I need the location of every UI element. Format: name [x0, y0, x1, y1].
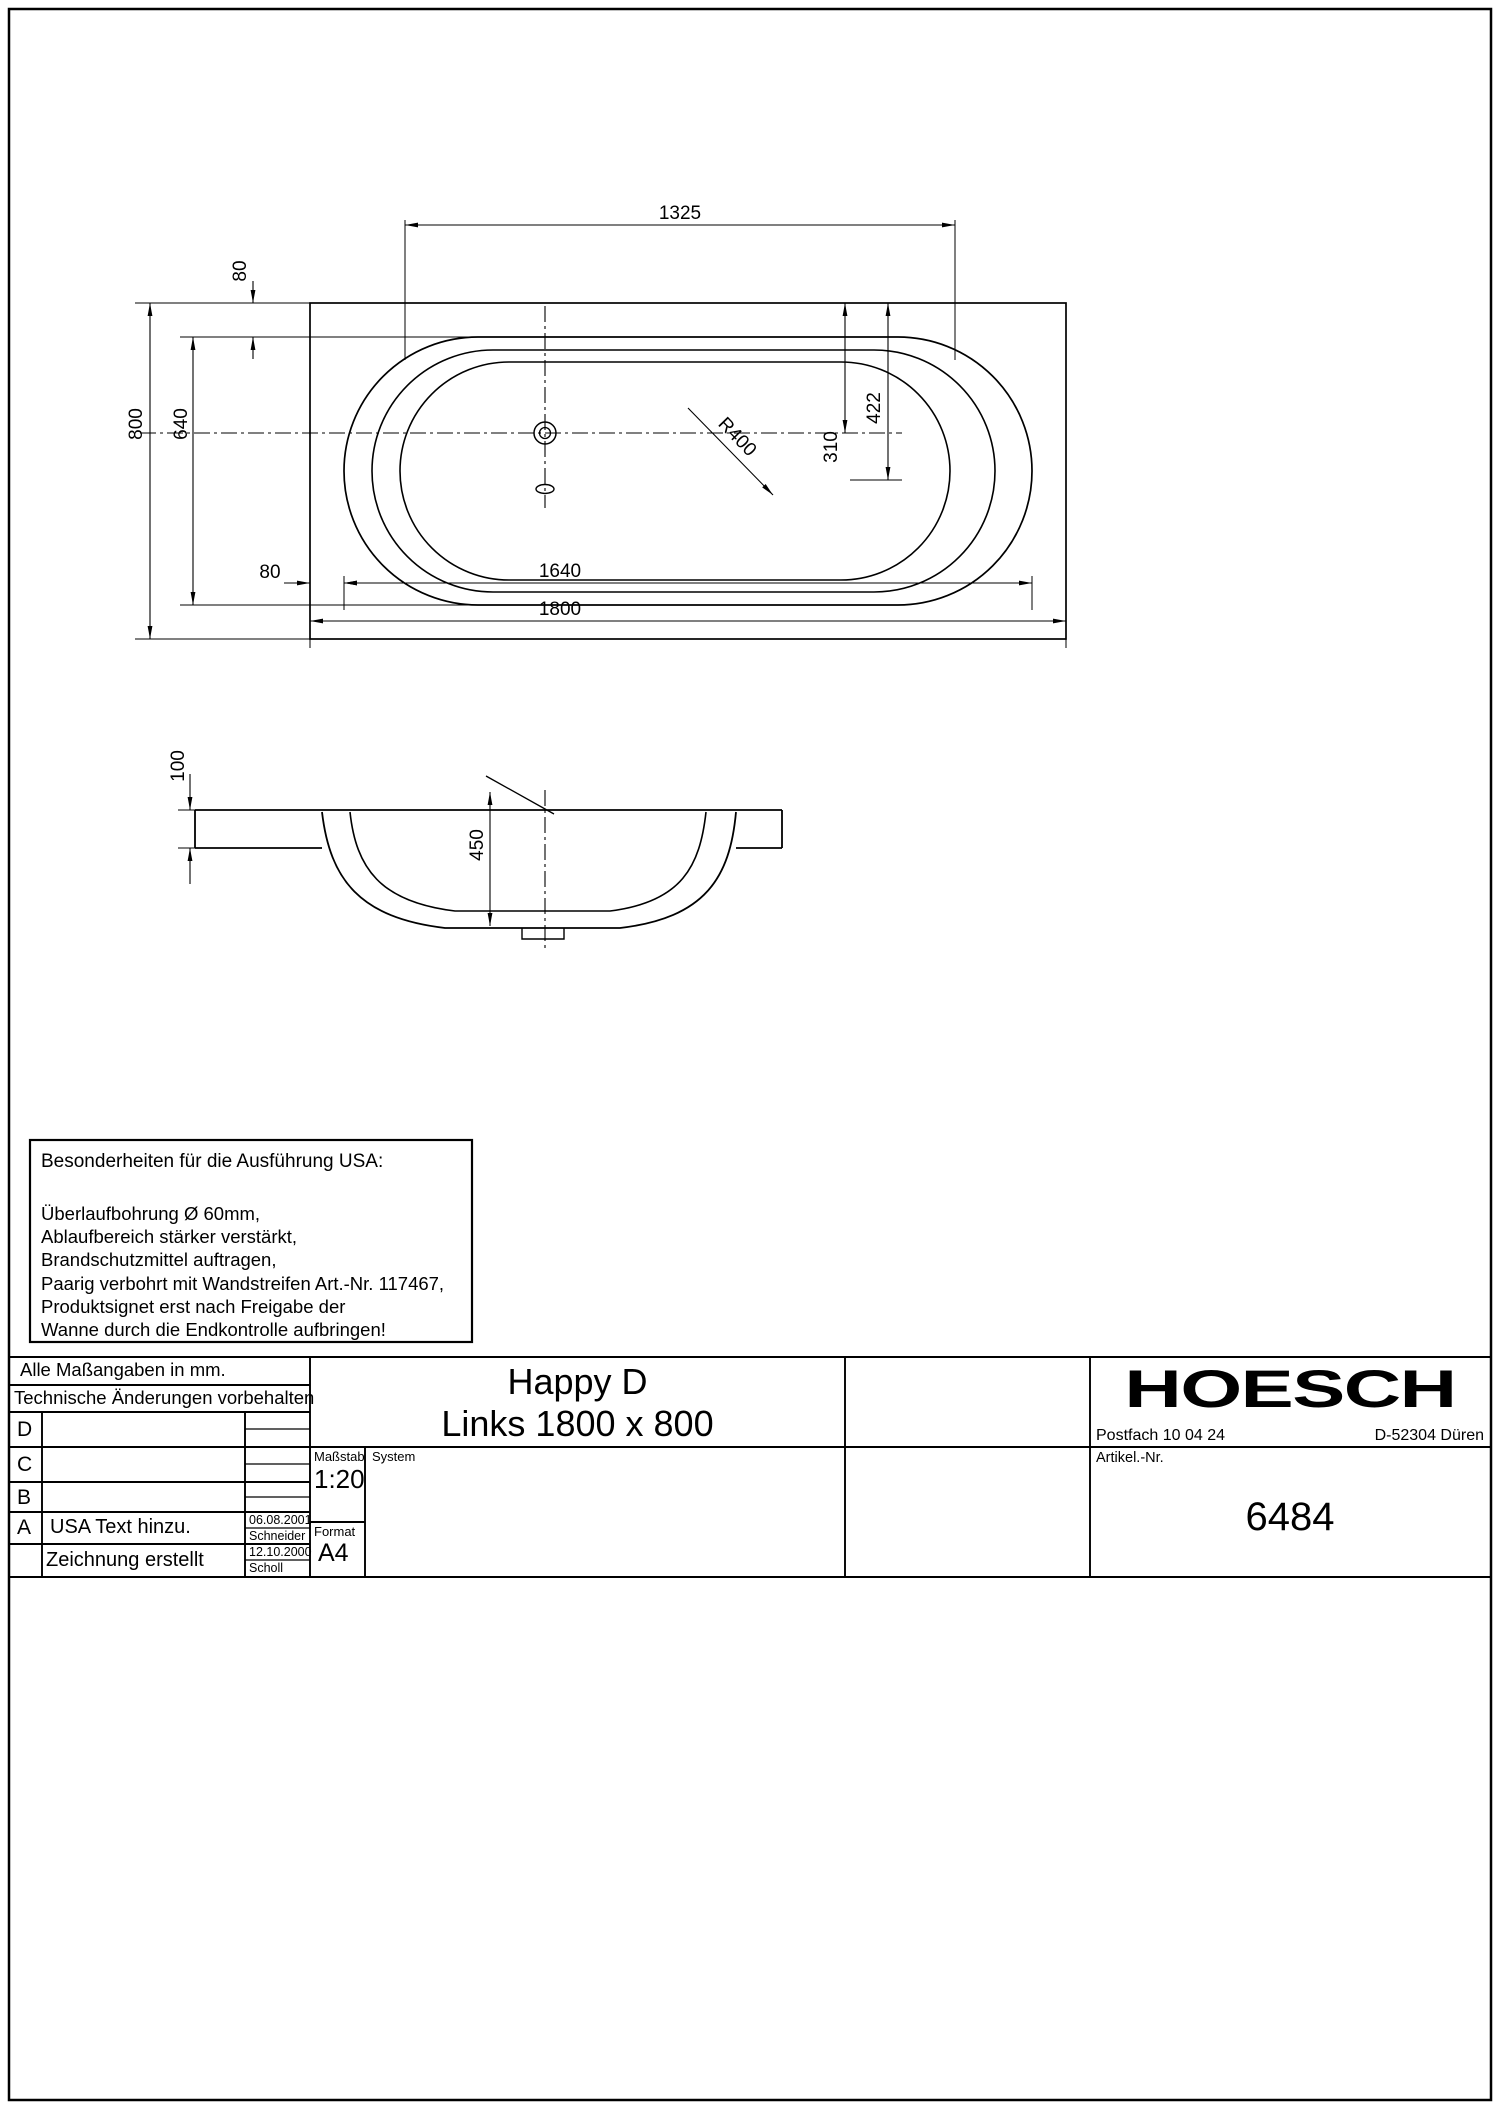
bowl-outer-contour: [321, 811, 737, 929]
revision-letter-d: D: [17, 1418, 33, 1441]
dim-310: 310: [821, 431, 842, 463]
dim-1325: 1325: [659, 203, 701, 224]
tub-rim-stadium: [343, 336, 1033, 606]
revision-letter-b: B: [17, 1486, 32, 1509]
notice-changes: Technische Änderungen vorbehalten: [14, 1387, 315, 1408]
dim-422: 422: [864, 392, 885, 424]
revision-letter-a: A: [17, 1516, 32, 1539]
tub-rim-inner: [371, 349, 996, 593]
usa-note-box-border: [28, 1138, 474, 1344]
usa-note-line: Überlaufbohrung Ø 60mm,: [41, 1203, 261, 1224]
usa-note-line: Brandschutzmittel auftragen,: [41, 1249, 277, 1271]
slope-mark: [485, 775, 555, 815]
sheet-border: [7, 7, 1493, 2102]
dim-1800: 1800: [539, 599, 581, 620]
revision-date-a: 06.08.2001: [249, 1513, 312, 1527]
revision-name-base: Scholl: [249, 1561, 284, 1575]
notice-units: Alle Maßangaben in mm.: [20, 1359, 226, 1380]
drain-fitting: [521, 928, 565, 940]
dim-640: 640: [171, 408, 192, 440]
usa-note-line: Produktsignet erst nach Freigabe der: [41, 1295, 346, 1317]
bowl-inner-contour: [349, 811, 707, 912]
dim-800: 800: [126, 408, 147, 440]
top-view: 1325 80 800 640 422 310 R400 80 1640 180…: [126, 203, 1067, 648]
revision-desc-base: Zeichnung erstellt: [46, 1549, 204, 1571]
brand-logo: HOESCH: [1124, 1360, 1457, 1419]
side-extension-lines: [178, 809, 196, 849]
extension-lines: [135, 220, 1067, 648]
title-block-grid: [10, 1356, 1490, 1578]
drawing-title-line2: Links 1800 x 800: [441, 1403, 714, 1444]
side-dimension-lines: [187, 774, 493, 926]
drawing-title-line1: Happy D: [507, 1361, 648, 1402]
dim-1640: 1640: [539, 561, 581, 582]
system-label: System: [372, 1449, 416, 1464]
article-number-value: 6484: [1245, 1495, 1335, 1539]
dim-80-bottom: 80: [259, 562, 280, 583]
overflow-symbol: [535, 483, 555, 495]
tub-outer-rect: [309, 302, 1067, 640]
dim-80-top: 80: [230, 260, 251, 281]
revision-desc-a: USA Text hinzu.: [50, 1516, 191, 1538]
dimension-lines: [147, 222, 1066, 639]
article-number-label: Artikel.-Nr.: [1096, 1450, 1164, 1466]
brand-address-right: D-52304 Düren: [1374, 1427, 1484, 1444]
tub-basin: [399, 361, 951, 581]
revision-date-base: 12.10.2000: [249, 1545, 312, 1559]
dim-r400: R400: [714, 414, 761, 461]
usa-note-title: Besonderheiten für die Ausführung USA:: [41, 1151, 384, 1172]
usa-note-line: Paarig verbohrt mit Wandstreifen Art.-Nr…: [41, 1272, 445, 1294]
format-label: Format: [314, 1524, 356, 1539]
scale-value: 1:20: [314, 1464, 365, 1494]
revision-letter-c: C: [17, 1453, 33, 1476]
revision-name-a: Schneider: [249, 1529, 306, 1543]
drain-symbol-inner: [538, 426, 552, 440]
brand-address-left: Postfach 10 04 24: [1096, 1427, 1225, 1444]
format-value: A4: [318, 1539, 349, 1567]
revision-date-dividers: [245, 1428, 310, 1561]
dim-100: 100: [168, 750, 189, 782]
usa-note-lines: Überlaufbohrung Ø 60mm, Ablaufbereich st…: [41, 1202, 444, 1341]
usa-note-line: Wanne durch die Endkontrolle aufbringen!: [41, 1319, 386, 1341]
side-view: 100 450: [168, 750, 783, 952]
scale-label: Maßstab: [314, 1449, 365, 1464]
drain-symbol: [533, 421, 557, 445]
usa-note-line: Ablaufbereich stärker verstärkt,: [41, 1226, 298, 1248]
dim-450: 450: [467, 829, 488, 861]
